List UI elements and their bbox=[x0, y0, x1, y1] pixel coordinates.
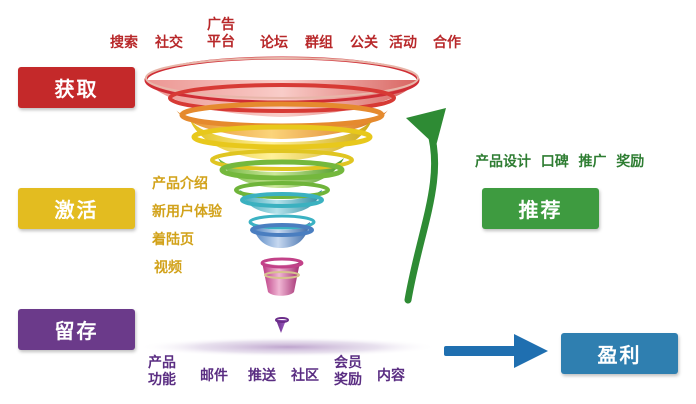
retain-feature-line2: 功能 bbox=[148, 372, 176, 388]
channel-ad-platform: 广告 平台 bbox=[207, 17, 235, 51]
retain-content: 内容 bbox=[377, 368, 405, 384]
retain-feature-line1: 产品 bbox=[148, 355, 176, 371]
stage-retain: 留存 bbox=[18, 309, 135, 350]
stage-revenue: 盈利 bbox=[561, 333, 678, 374]
channel-forum: 论坛 bbox=[260, 35, 288, 51]
stage-refer-label: 推荐 bbox=[518, 198, 563, 222]
stage-activate-label: 激活 bbox=[54, 198, 99, 222]
channel-social: 社交 bbox=[155, 35, 183, 51]
stage-revenue-label: 盈利 bbox=[597, 343, 642, 367]
retain-push: 推送 bbox=[248, 368, 276, 384]
stage-activate: 激活 bbox=[18, 188, 135, 229]
activate-method: 着陆页 bbox=[152, 232, 194, 248]
stage-acquire-label: 获取 bbox=[54, 77, 99, 101]
channel-partner: 合作 bbox=[433, 35, 461, 51]
channel-pr: 公关 bbox=[350, 35, 378, 51]
activate-method: 新用户体验 bbox=[152, 204, 222, 220]
retain-email: 邮件 bbox=[200, 368, 228, 384]
referral-arrow-head bbox=[406, 108, 446, 146]
channel-ad-platform-line1: 广告 bbox=[207, 17, 235, 33]
channel-event: 活动 bbox=[389, 35, 417, 51]
funnel-rings bbox=[144, 56, 420, 323]
retain-member-line1: 会员 bbox=[334, 355, 362, 371]
floor-shadow bbox=[138, 337, 438, 357]
retain-community: 社区 bbox=[291, 368, 319, 384]
channel-ad-platform-line2: 平台 bbox=[207, 34, 235, 50]
referral-arrow bbox=[404, 126, 439, 304]
channel-group: 群组 bbox=[305, 35, 333, 51]
activate-method: 视频 bbox=[154, 260, 182, 276]
retain-feature: 产品 功能 bbox=[148, 355, 176, 389]
stage-retain-label: 留存 bbox=[54, 319, 99, 343]
retain-member-line2: 奖励 bbox=[334, 372, 362, 388]
retain-member-reward: 会员 奖励 bbox=[334, 355, 362, 389]
channel-search: 搜索 bbox=[110, 35, 138, 51]
refer-methods: 产品设计 口碑 推广 奖励 bbox=[475, 154, 645, 170]
stage-acquire: 获取 bbox=[18, 67, 135, 108]
stage-refer: 推荐 bbox=[482, 188, 599, 229]
activate-method: 产品介绍 bbox=[152, 176, 208, 192]
revenue-arrow bbox=[444, 334, 548, 368]
